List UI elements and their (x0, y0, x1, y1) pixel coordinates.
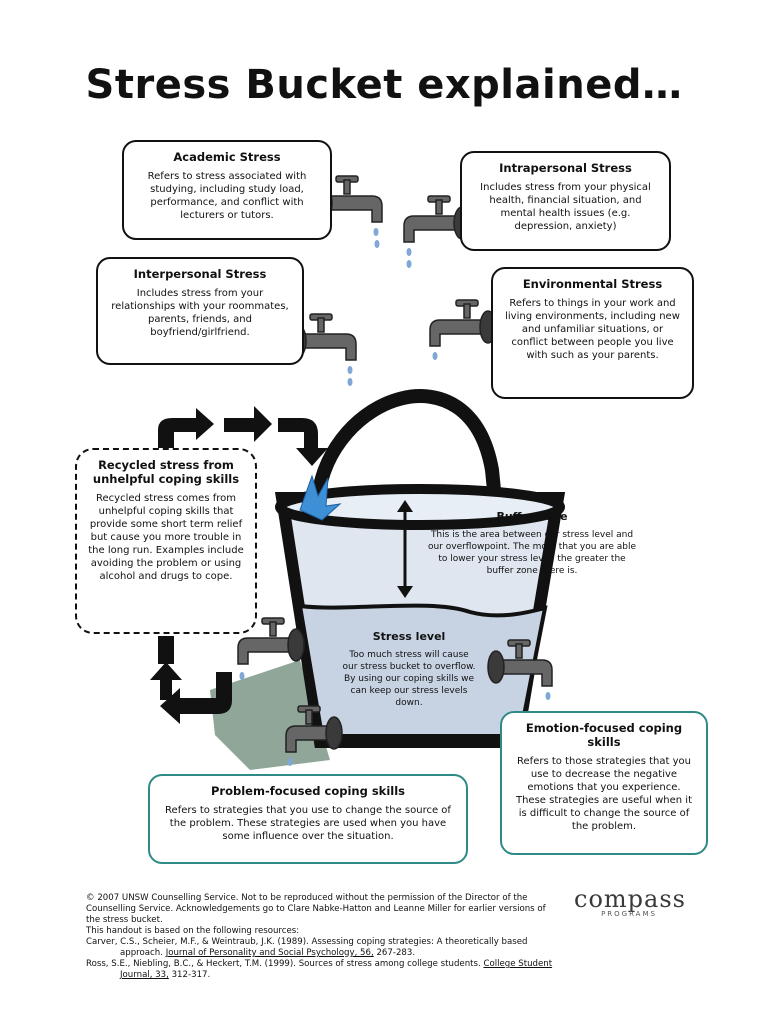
reference-2-text: Ross, S.E., Niebling, B.C., & Heckert, T… (86, 959, 481, 969)
tap-problem-outflow (285, 705, 343, 753)
reference-1-pages: 267-283. (376, 948, 416, 958)
water-drips (239, 228, 551, 766)
footer-credits: © 2007 UNSW Counselling Service. Not to … (86, 893, 556, 981)
environmental-stress-box: Environmental Stress Refers to things in… (491, 267, 694, 399)
reference-1-text: Carver, C.S., Scheier, M.F., & Weintraub… (86, 937, 528, 958)
stress-level-label: Stress level Too much stress will cause … (342, 630, 476, 709)
stress-level-text: Too much stress will cause our stress bu… (342, 650, 476, 708)
intrapersonal-stress-heading: Intrapersonal Stress (499, 161, 632, 175)
recycled-stress-box: Recycled stress from unhelpful coping sk… (75, 448, 257, 634)
interpersonal-stress-text: Includes stress from your relationships … (111, 288, 289, 338)
interpersonal-stress-heading: Interpersonal Stress (133, 267, 267, 281)
emotion-focused-heading: Emotion-focused coping skills (525, 721, 683, 749)
recycled-stress-heading: Recycled stress from unhelpful coping sk… (92, 458, 240, 486)
reference-1-journal: Journal of Personality and Social Psycho… (165, 948, 374, 958)
problem-focused-heading: Problem-focused coping skills (211, 784, 405, 798)
reference-2-journal: College Student Journal, 33, (120, 959, 553, 980)
bucket-water (297, 603, 548, 738)
interpersonal-stress-box: Interpersonal Stress Includes stress fro… (96, 257, 304, 365)
buffer-zone-arrow (397, 500, 413, 598)
background-leaf-shape (210, 660, 330, 770)
logo-word: compass (574, 885, 686, 913)
recycled-stress-text: Recycled stress comes from unhelpful cop… (88, 493, 244, 582)
reference-1: Carver, C.S., Scheier, M.F., & Weintraub… (86, 937, 556, 959)
buffer-zone-text: This is the area between our stress leve… (427, 530, 637, 576)
emotion-focused-text: Refers to those strategies that you use … (515, 756, 692, 832)
problem-focused-text: Refers to strategies that you use to cha… (165, 805, 451, 842)
academic-stress-text: Refers to stress associated with studyin… (147, 171, 307, 221)
academic-stress-box: Academic Stress Refers to stress associa… (122, 140, 332, 240)
emotion-focused-box: Emotion-focused coping skills Refers to … (500, 711, 708, 855)
buffer-zone-label: Buffer zone This is the area between our… (426, 510, 638, 577)
compass-logo: compass PROGRAMS (574, 885, 686, 925)
environmental-stress-heading: Environmental Stress (522, 277, 663, 291)
water-splash (299, 474, 342, 521)
reference-2-pages: 312-317. (171, 970, 211, 980)
logo-subtitle: PROGRAMS (601, 910, 657, 918)
tap-recycled-outflow (237, 617, 305, 665)
tap-environmental (429, 299, 497, 347)
page-title: Stress Bucket explained… (85, 62, 683, 108)
stress-level-heading: Stress level (372, 630, 446, 643)
intrapersonal-stress-text: Includes stress from your physical healt… (480, 182, 651, 232)
bucket-handle (311, 389, 504, 521)
based-on-text: This handout is based on the following r… (86, 926, 300, 936)
bucket-rim (275, 484, 565, 530)
buffer-zone-heading: Buffer zone (496, 510, 568, 523)
intrapersonal-stress-box: Intrapersonal Stress Includes stress fro… (460, 151, 671, 251)
problem-focused-box: Problem-focused coping skills Refers to … (148, 774, 468, 864)
environmental-stress-text: Refers to things in your work and living… (505, 298, 680, 361)
tap-emotion-outflow (487, 639, 553, 687)
reference-2: Ross, S.E., Niebling, B.C., & Heckert, T… (86, 959, 556, 981)
academic-stress-heading: Academic Stress (173, 150, 281, 164)
recycle-loop-arrows (150, 406, 328, 724)
copyright-text: © 2007 UNSW Counselling Service. Not to … (86, 893, 546, 925)
